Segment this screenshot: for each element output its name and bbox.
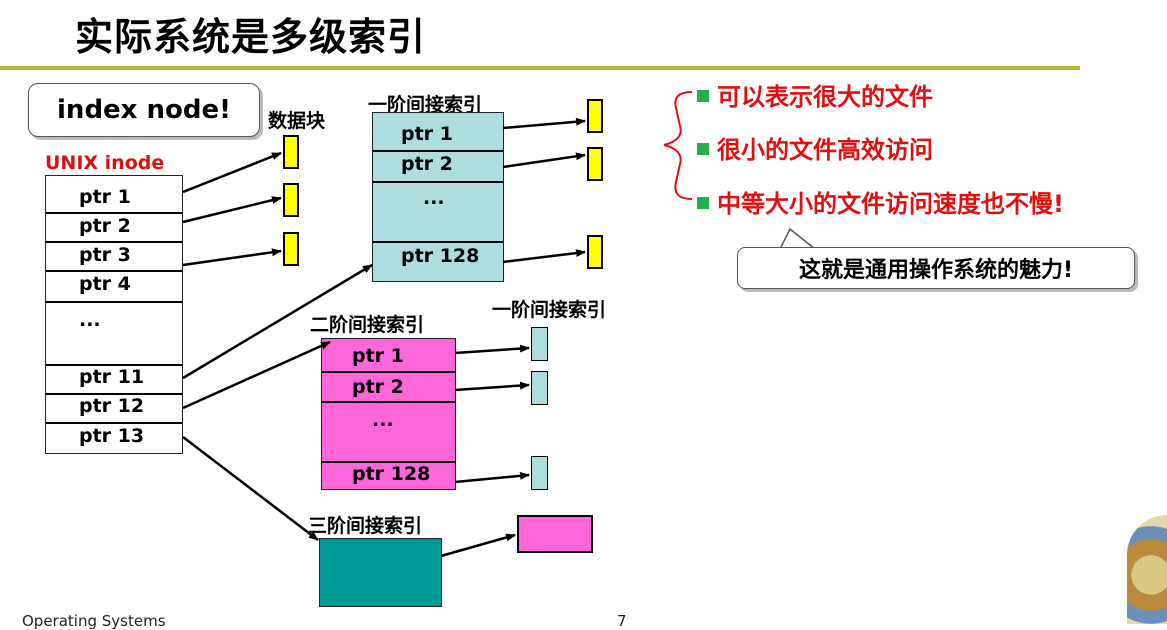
level1-ptr-2: ptr 2 — [401, 153, 453, 175]
row-divider — [46, 241, 182, 243]
arrow — [502, 152, 586, 169]
row-divider — [46, 270, 182, 272]
data-blocks-label: 数据块 — [268, 110, 326, 132]
level2-sub-label: 一阶间接索引 — [492, 299, 607, 321]
inode-ptr-11: ptr 11 — [79, 366, 145, 388]
data-block — [283, 183, 299, 217]
page-number: 7 — [617, 612, 627, 630]
arrow — [502, 249, 586, 264]
inode-ptr-13: ptr 13 — [79, 425, 145, 447]
row-divider — [373, 241, 503, 243]
arrow — [182, 263, 373, 380]
level1-sub-block — [531, 456, 548, 490]
inode-ptr-12: ptr 12 — [79, 395, 145, 417]
arrow — [502, 117, 586, 130]
arrow — [182, 151, 282, 194]
inode-table: ptr 1 ptr 2 ptr 3 ptr 4 ... ptr 11 ptr 1… — [45, 175, 183, 454]
level2-label: 二阶间接索引 — [310, 314, 425, 336]
summary-callout: 这就是通用操作系统的魅力! — [737, 247, 1135, 289]
bullet-icon — [697, 143, 709, 155]
data-block — [587, 235, 603, 269]
data-block — [283, 135, 299, 169]
level3-label: 三阶间接索引 — [308, 515, 423, 537]
bullet-icon — [697, 90, 709, 102]
row-divider — [46, 422, 182, 424]
brace — [663, 91, 693, 200]
row-divider — [322, 461, 455, 463]
row-divider — [46, 393, 182, 395]
benefit-item: 中等大小的文件访问速度也不慢! — [697, 184, 1064, 219]
inode-ellipsis: ... — [79, 309, 101, 331]
level1-ptr-1: ptr 1 — [401, 123, 453, 145]
level2-ptr-1: ptr 1 — [352, 345, 404, 367]
level2-ptr-2: ptr 2 — [352, 376, 404, 398]
level1-sub-block — [531, 327, 548, 361]
level2-ptr-128: ptr 128 — [352, 463, 431, 485]
inode-label: UNIX inode — [45, 152, 165, 174]
level1-label: 一阶间接索引 — [368, 94, 483, 116]
level3-index-block — [319, 538, 442, 607]
arrow — [454, 381, 530, 392]
benefit-item: 可以表示很大的文件 — [697, 77, 933, 112]
index-node-callout: index node! — [28, 83, 260, 137]
level1-index-block: ptr 1 ptr 2 ... ptr 128 — [372, 112, 504, 282]
inode-ptr-3: ptr 3 — [79, 244, 131, 266]
level3-target-block — [517, 515, 593, 553]
message-pointer — [779, 227, 816, 250]
row-divider — [373, 181, 503, 183]
data-block — [283, 232, 299, 266]
arrow — [454, 344, 530, 355]
row-divider — [46, 364, 182, 366]
inode-ptr-1: ptr 1 — [79, 186, 131, 208]
level2-index-block: ptr 1 ptr 2 ... ptr 128 — [321, 338, 456, 490]
level2-ellipsis: ... — [372, 409, 394, 431]
row-divider — [46, 301, 182, 303]
row-divider — [322, 371, 455, 373]
arrow — [182, 196, 282, 224]
row-divider — [373, 150, 503, 152]
arrow — [440, 533, 516, 558]
benefit-item: 很小的文件高效访问 — [697, 130, 933, 165]
data-block — [587, 147, 603, 181]
os-logo-icon — [1127, 515, 1167, 624]
row-divider — [322, 401, 455, 403]
arrow — [454, 471, 530, 484]
inode-ptr-4: ptr 4 — [79, 273, 131, 295]
data-block — [587, 99, 603, 133]
level1-sub-block — [531, 371, 548, 405]
inode-ptr-2: ptr 2 — [79, 215, 131, 237]
arrow — [182, 436, 319, 541]
arrow — [182, 340, 331, 410]
arrow — [182, 248, 282, 267]
page-title: 实际系统是多级索引 — [75, 15, 427, 59]
title-divider — [0, 66, 1080, 70]
footer-text: Operating Systems — [22, 612, 166, 630]
bullet-icon — [697, 197, 709, 209]
level1-ptr-128: ptr 128 — [401, 245, 480, 267]
row-divider — [46, 212, 182, 214]
level1-ellipsis: ... — [423, 187, 445, 209]
